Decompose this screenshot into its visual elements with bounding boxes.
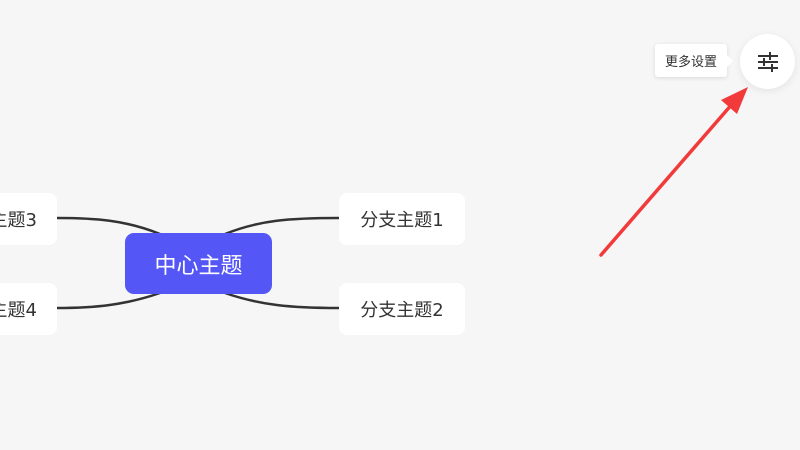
- settings-tooltip: 更多设置: [655, 44, 733, 77]
- connector-branch3: [56, 216, 161, 236]
- more-settings-button[interactable]: [740, 34, 795, 89]
- branch-topic-node[interactable]: 分支主题2: [339, 283, 465, 335]
- branch-topic-node[interactable]: 分支主题1: [339, 193, 465, 245]
- arrow-shaft: [599, 101, 735, 257]
- branch-topic-node[interactable]: 主题4: [0, 283, 57, 335]
- connector-branch4: [56, 291, 161, 310]
- sliders-icon: [757, 51, 778, 72]
- arrow-head: [721, 87, 748, 114]
- branch-topic-node[interactable]: 主题3: [0, 193, 57, 245]
- connector-branch1: [224, 216, 340, 236]
- connector-branch2: [224, 291, 340, 310]
- central-topic-node[interactable]: 中心主题: [125, 233, 272, 294]
